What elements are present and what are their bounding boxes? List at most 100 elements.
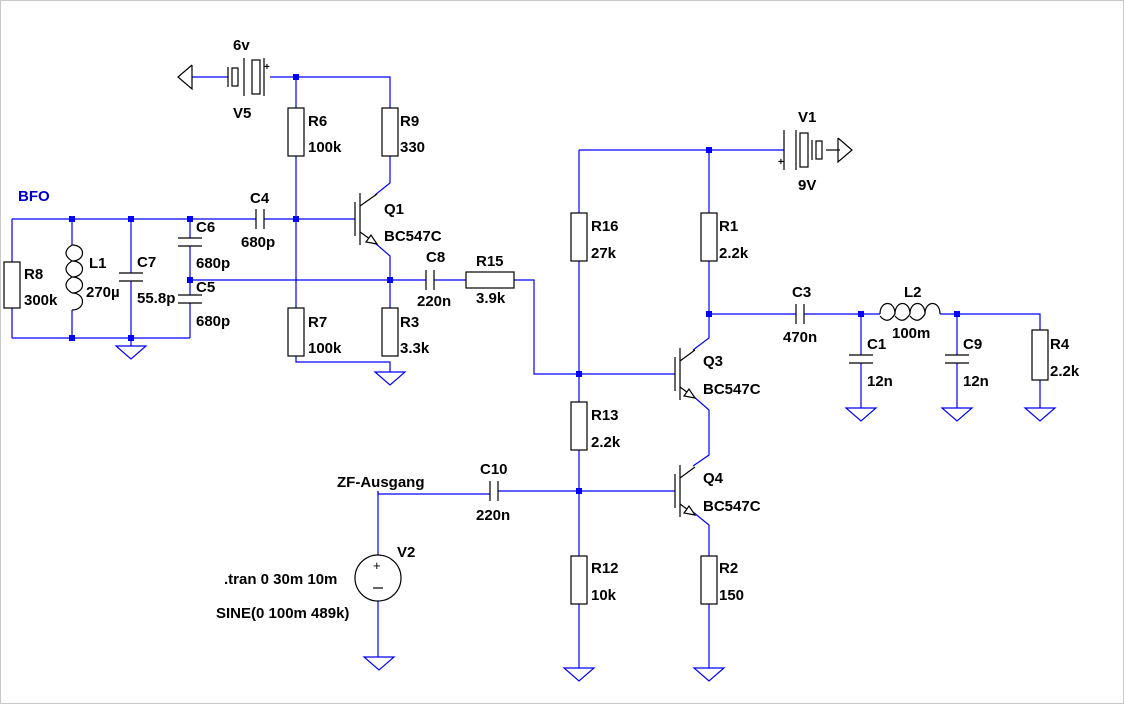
label-q4-value: BC547C xyxy=(703,498,761,515)
label-l1-ref: L1 xyxy=(89,255,107,272)
label-l2-value: 100m xyxy=(892,325,930,342)
resistor-r13-symbol[interactable] xyxy=(570,401,588,451)
label-r4-value: 2.2k xyxy=(1050,363,1080,380)
capacitor-c5-symbol[interactable] xyxy=(178,294,202,304)
capacitor-c3-symbol[interactable] xyxy=(795,304,805,324)
resistor-r7-symbol[interactable] xyxy=(287,307,305,357)
label-c8-ref: C8 xyxy=(426,249,445,266)
label-c4-ref: C4 xyxy=(250,190,270,207)
capacitor-c8-symbol[interactable] xyxy=(425,270,435,290)
net-label-bfo: BFO xyxy=(18,188,50,205)
transistor-q3-symbol[interactable] xyxy=(674,348,697,400)
resistor-r2-symbol[interactable] xyxy=(700,555,718,605)
label-c3-value: 470n xyxy=(783,329,817,346)
label-r7-ref: R7 xyxy=(308,314,327,331)
label-q1-ref: Q1 xyxy=(384,201,404,218)
battery-v5-symbol[interactable]: + xyxy=(177,58,270,96)
capacitor-c9-symbol[interactable] xyxy=(945,354,969,364)
label-r3-value: 3.3k xyxy=(400,340,430,357)
resistor-r16-symbol[interactable] xyxy=(570,212,588,262)
label-q3-ref: Q3 xyxy=(703,353,723,370)
label-r9-ref: R9 xyxy=(400,113,419,130)
label-c9-value: 12n xyxy=(963,373,989,390)
label-c5-value: 680p xyxy=(196,313,230,330)
label-q4-ref: Q4 xyxy=(703,470,724,487)
capacitor-c7-symbol[interactable] xyxy=(119,272,143,282)
label-r2-ref: R2 xyxy=(719,560,738,577)
capacitor-c6-symbol[interactable] xyxy=(178,237,202,247)
resistor-r6-symbol[interactable] xyxy=(287,107,305,157)
wires xyxy=(11,76,1041,668)
spice-directive: .tran 0 30m 10m xyxy=(224,571,337,588)
label-r6-value: 100k xyxy=(308,139,342,156)
label-r16-ref: R16 xyxy=(591,218,619,235)
label-r3-ref: R3 xyxy=(400,314,419,331)
label-v1-value: 9V xyxy=(798,177,816,194)
transistor-q1-symbol[interactable] xyxy=(354,193,379,245)
label-v2-ref: V2 xyxy=(397,544,415,561)
label-r8-ref: R8 xyxy=(24,266,43,283)
resistor-r4-symbol[interactable] xyxy=(1031,329,1049,381)
resistor-r9-symbol[interactable] xyxy=(381,107,399,157)
label-l2-ref: L2 xyxy=(904,284,922,301)
resistor-r8-symbol[interactable] xyxy=(3,261,21,309)
label-r13-ref: R13 xyxy=(591,407,619,424)
label-r13-value: 2.2k xyxy=(591,434,621,451)
label-r12-ref: R12 xyxy=(591,560,619,577)
battery-v1-symbol[interactable]: + xyxy=(778,130,853,170)
label-c10-ref: C10 xyxy=(480,461,508,478)
label-c10-value: 220n xyxy=(476,507,510,524)
label-v5-ref: V5 xyxy=(233,105,251,122)
label-r1-value: 2.2k xyxy=(719,245,749,262)
capacitor-c10-symbol[interactable] xyxy=(489,481,499,501)
label-r2-value: 150 xyxy=(719,587,744,604)
inductor-l1-symbol[interactable] xyxy=(65,244,84,311)
sine-source-v2-symbol[interactable]: + xyxy=(354,554,402,602)
label-r1-ref: R1 xyxy=(719,218,738,235)
net-label-zf-ausgang: ZF-Ausgang xyxy=(337,474,425,491)
label-r6-ref: R6 xyxy=(308,113,327,130)
label-c7-value: 55.8p xyxy=(137,290,175,307)
resistor-r15-symbol[interactable] xyxy=(465,271,515,289)
label-r8-value: 300k xyxy=(24,292,58,309)
capacitor-c4-symbol[interactable] xyxy=(255,209,265,229)
transistor-q4-symbol[interactable] xyxy=(674,465,697,517)
label-c3-ref: C3 xyxy=(792,284,811,301)
label-v2-value: SINE(0 100m 489k) xyxy=(216,605,349,622)
label-r12-value: 10k xyxy=(591,587,617,604)
junctions xyxy=(69,74,960,494)
label-r16-value: 27k xyxy=(591,245,617,262)
svg-text:+: + xyxy=(264,62,270,73)
label-q3-value: BC547C xyxy=(703,381,761,398)
label-r15-ref: R15 xyxy=(476,253,504,270)
label-c7-ref: C7 xyxy=(137,254,156,271)
resistor-r1-symbol[interactable] xyxy=(700,212,718,262)
label-c6-value: 680p xyxy=(196,255,230,272)
resistor-r12-symbol[interactable] xyxy=(570,555,588,605)
svg-text:+: + xyxy=(778,157,784,168)
label-r9-value: 330 xyxy=(400,139,425,156)
label-c9-ref: C9 xyxy=(963,336,982,353)
label-c8-value: 220n xyxy=(417,293,451,310)
label-q1-value: BC547C xyxy=(384,228,442,245)
svg-text:+: + xyxy=(373,558,381,573)
label-c6-ref: C6 xyxy=(196,219,215,236)
resistor-r3-symbol[interactable] xyxy=(381,307,399,357)
label-r4-ref: R4 xyxy=(1050,336,1070,353)
label-l1-value: 270µ xyxy=(86,284,120,301)
label-v1-ref: V1 xyxy=(798,109,816,126)
ground-symbols xyxy=(114,345,1057,682)
label-r15-value: 3.9k xyxy=(476,290,506,307)
label-c4-value: 680p xyxy=(241,234,275,251)
label-v5-value: 6v xyxy=(233,37,250,54)
label-c1-value: 12n xyxy=(867,373,893,390)
label-r7-value: 100k xyxy=(308,340,342,357)
label-c1-ref: C1 xyxy=(867,336,886,353)
label-c5-ref: C5 xyxy=(196,279,215,296)
capacitor-c1-symbol[interactable] xyxy=(849,354,873,364)
component-labels: 6v V5 V1 9V V2 SINE(0 100m 489k) R1 2.2k… xyxy=(18,37,1080,622)
inductor-l2-symbol[interactable] xyxy=(879,302,941,321)
